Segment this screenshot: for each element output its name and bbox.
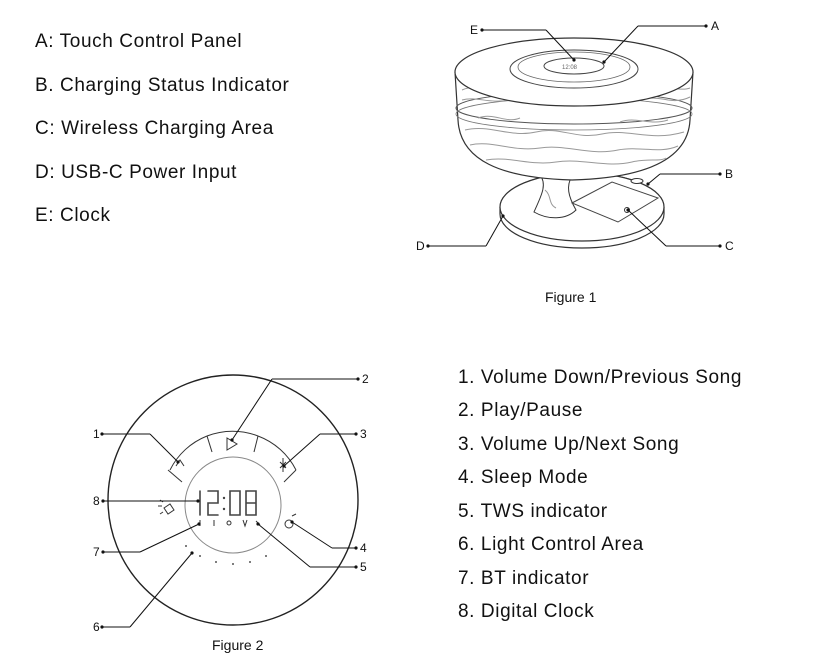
callout-3: 3 <box>360 427 367 441</box>
sleep-mode-icon <box>284 513 297 529</box>
control-list-item: 8. Digital Clock <box>458 601 595 622</box>
figure2-panel <box>107 374 359 626</box>
callout-1: 1 <box>93 427 100 441</box>
control-list-item: 3. Volume Up/Next Song <box>458 434 680 455</box>
callout-e: E <box>470 23 478 37</box>
figure1-callout-lines <box>426 24 722 248</box>
control-list-item: 5. TWS indicator <box>458 501 608 522</box>
control-list-item: 2. Play/Pause <box>458 400 584 421</box>
callout-2: 2 <box>362 372 369 386</box>
wireless-charging-pad <box>570 178 660 223</box>
legend-item-c: C: Wireless Charging Area <box>35 118 274 139</box>
product-stem <box>533 174 577 219</box>
control-list-item: 1. Volume Down/Previous Song <box>458 367 743 388</box>
callout-8: 8 <box>93 494 100 508</box>
figure1-callout-labels: E A B C D <box>416 19 734 253</box>
callout-d: D <box>416 239 425 253</box>
callout-6: 6 <box>93 620 100 634</box>
callout-7: 7 <box>93 545 100 559</box>
arc-left-segment <box>169 435 208 471</box>
figure1-caption: Figure 1 <box>545 289 597 305</box>
callout-4: 4 <box>360 541 367 555</box>
digital-clock-display <box>199 490 257 516</box>
light-control-dots <box>185 545 267 565</box>
figure2-callout-lines <box>100 377 360 629</box>
top-disc: 12:08 <box>454 37 694 107</box>
figure2-callout-labels: 1 2 3 4 5 6 7 8 <box>93 372 369 634</box>
arc-right-segment <box>257 435 297 471</box>
control-list-item: 7. BT indicator <box>458 568 590 589</box>
top-clock-digits: 12:08 <box>562 65 578 71</box>
arc-top-segment <box>206 430 259 437</box>
control-list-item: 4. Sleep Mode <box>458 467 589 488</box>
callout-5: 5 <box>360 560 367 574</box>
callout-c: C <box>725 239 734 253</box>
product-base <box>499 172 665 249</box>
legend-item-e: E: Clock <box>35 205 111 226</box>
callout-a: A <box>711 19 719 33</box>
figure2-caption: Figure 2 <box>212 637 264 653</box>
control-list-item: 6. Light Control Area <box>458 534 644 555</box>
legend-item-a: A: Touch Control Panel <box>35 31 243 52</box>
callout-b: B <box>725 167 733 181</box>
legend-item-b: B. Charging Status Indicator <box>35 75 290 96</box>
legend-item-d: D: USB-C Power Input <box>35 162 238 183</box>
panel-outer-circle <box>107 374 359 626</box>
panel-inner-circle <box>184 456 282 554</box>
volume-down-icon <box>175 459 185 467</box>
